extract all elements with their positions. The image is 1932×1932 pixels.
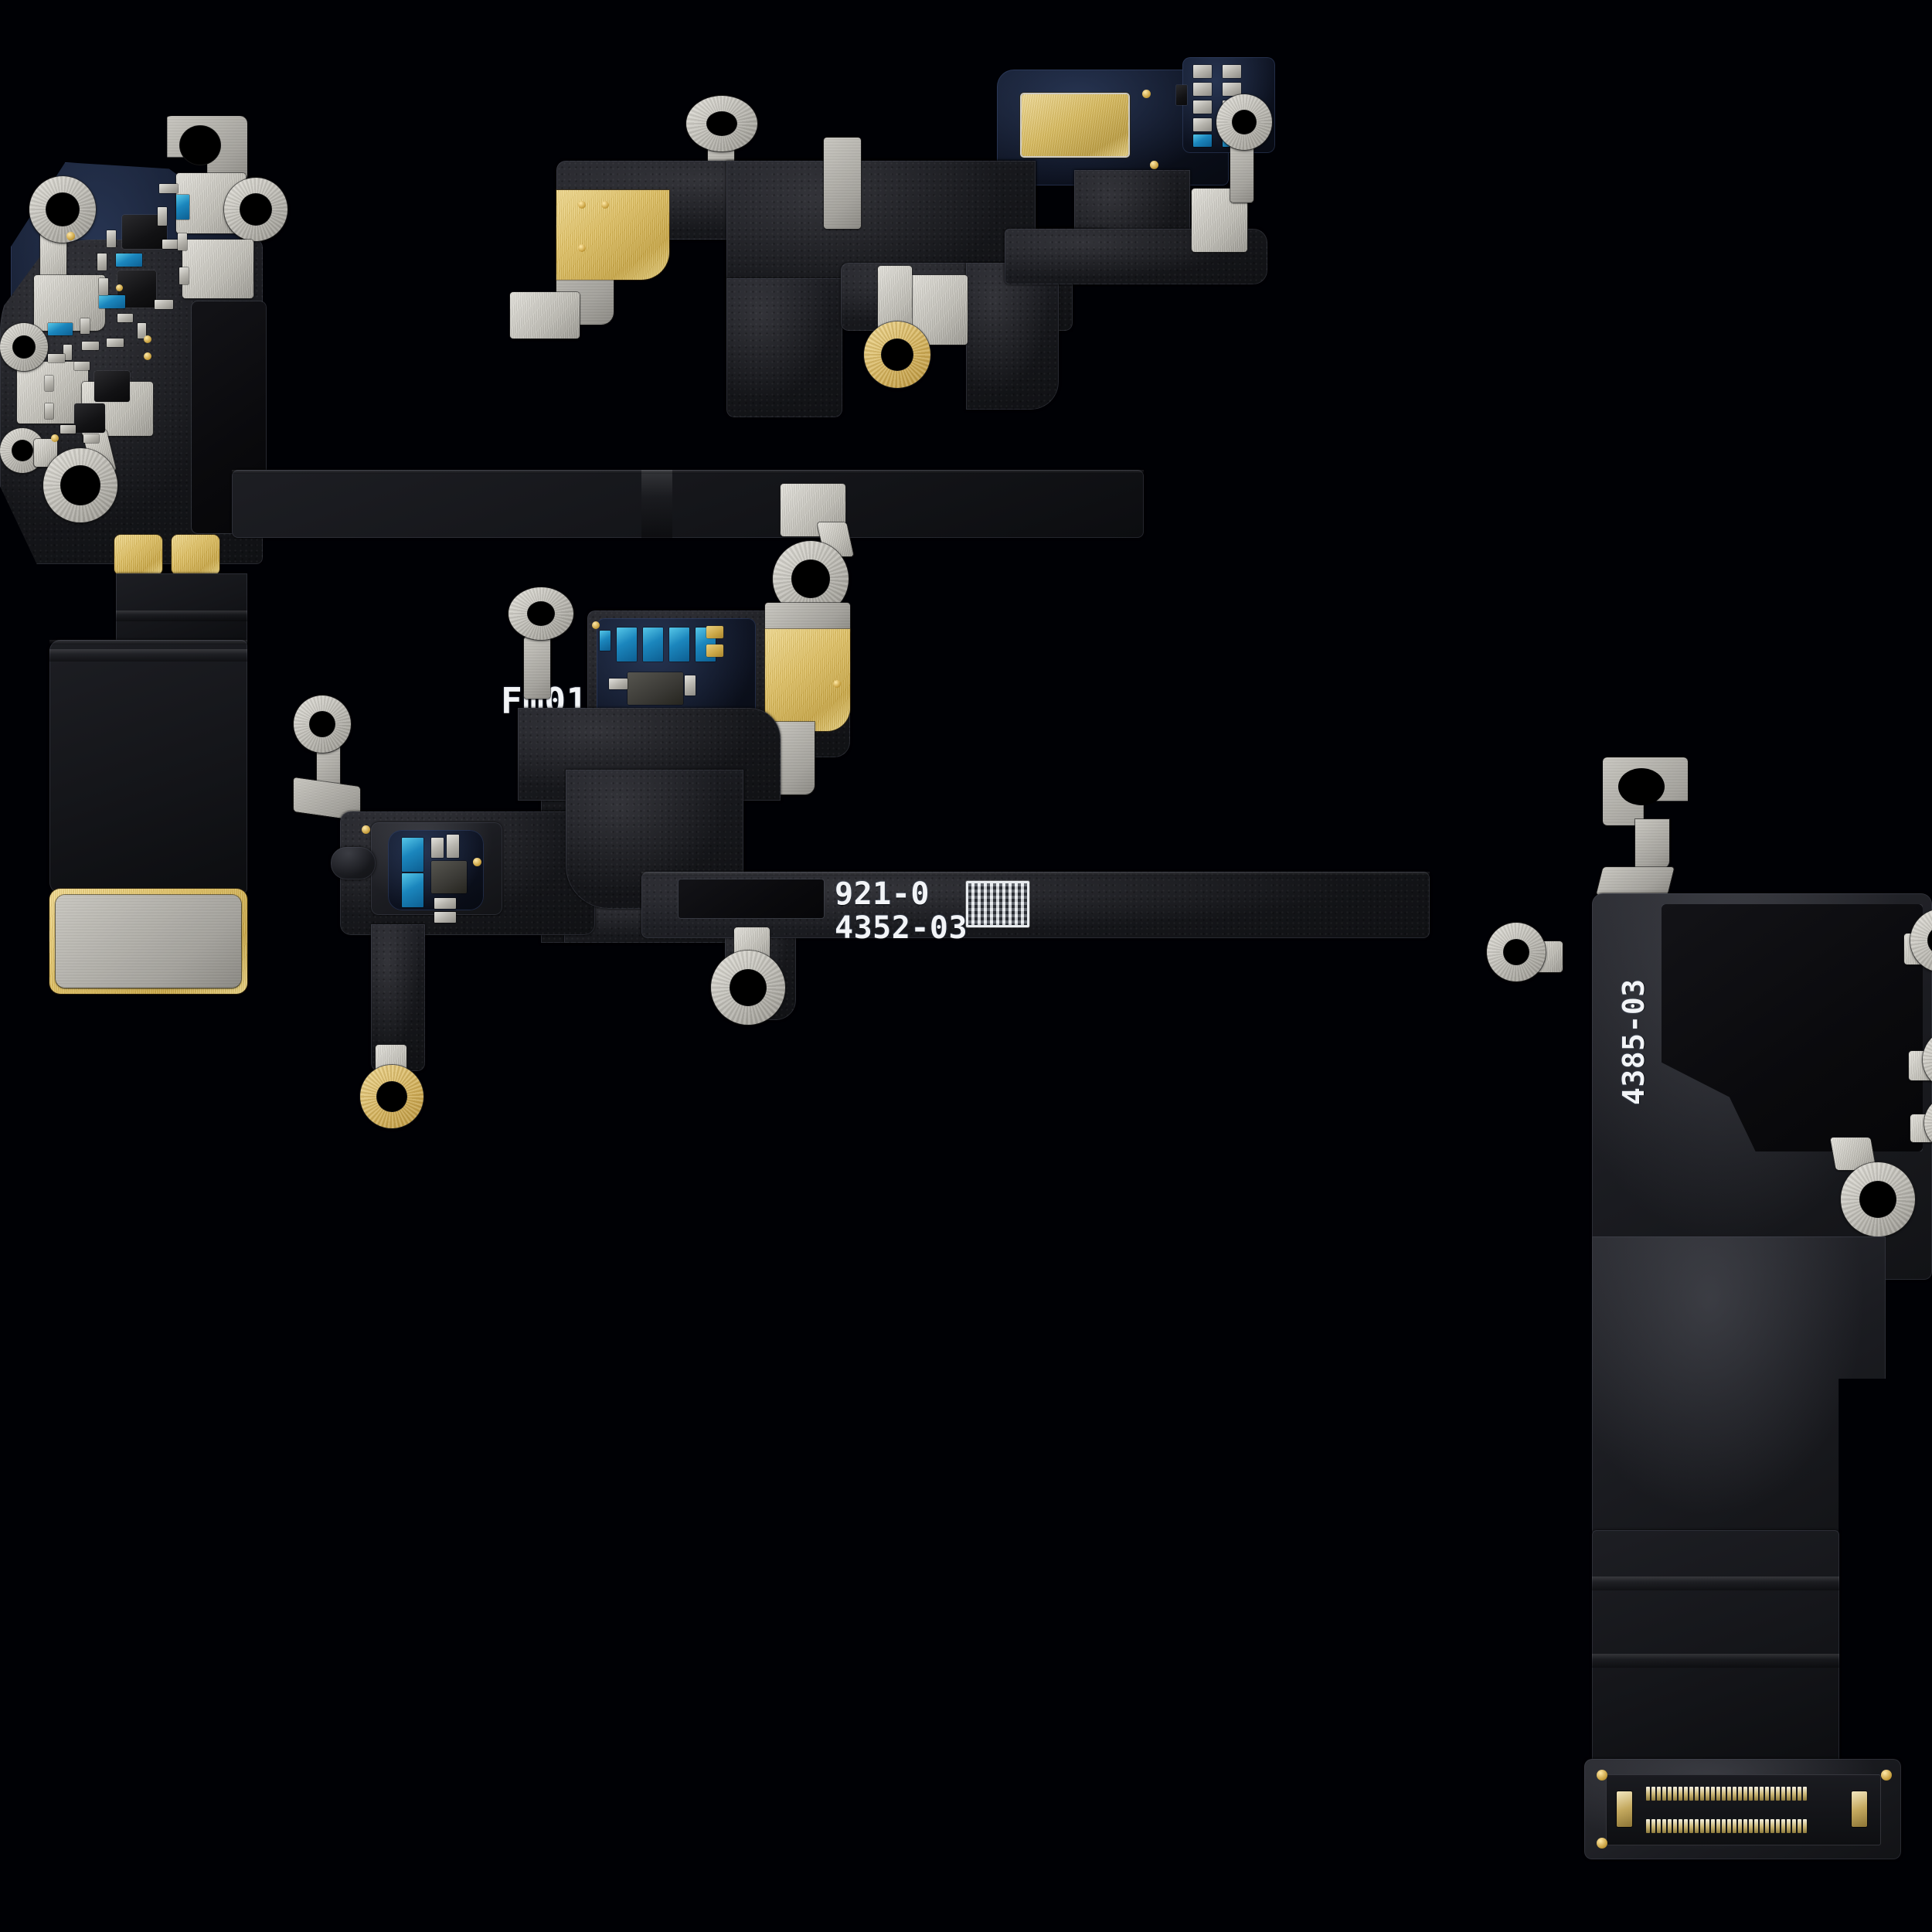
main-flex-bracket-leg bbox=[1635, 819, 1669, 869]
left-carrier-via-1 bbox=[362, 825, 370, 834]
center-antenna-silver-top bbox=[765, 603, 850, 634]
main-flex-neck bbox=[1592, 1236, 1886, 1546]
connector-via-tl bbox=[1597, 1770, 1607, 1781]
main-flex-tail-crease-2 bbox=[1592, 1654, 1839, 1668]
lower-center-flex: Fm0107 bbox=[294, 587, 1484, 1314]
shield-pad-right-2 bbox=[182, 240, 253, 298]
board-to-board-connector[interactable] bbox=[1606, 1774, 1881, 1845]
antenna-pad-via-2 bbox=[601, 201, 609, 209]
antenna-pad-via-3 bbox=[578, 244, 586, 252]
screw-ring-tab-6[interactable] bbox=[686, 96, 757, 151]
left-smd-d bbox=[434, 912, 456, 923]
center-antenna-via bbox=[833, 680, 841, 688]
datamatrix-label-run bbox=[966, 881, 1029, 927]
carrier-via-1 bbox=[1142, 90, 1151, 98]
long-flex-bridge-highlight bbox=[232, 470, 1144, 474]
screw-ring-tab-r4[interactable] bbox=[1924, 1096, 1932, 1150]
flex-fold-crease-a bbox=[116, 611, 247, 621]
left-inductor-2 bbox=[402, 873, 423, 907]
gold-antenna-pad bbox=[556, 190, 669, 280]
antenna-flex-lower-bar bbox=[726, 278, 842, 417]
part-number-line-1: 921-0 bbox=[835, 876, 930, 912]
screw-ring-tab-9[interactable] bbox=[294, 696, 351, 753]
upper-left-rf-module bbox=[0, 116, 541, 1291]
antenna-flex-elbow bbox=[966, 263, 1059, 410]
gold-contact-pad-2 bbox=[172, 535, 219, 575]
center-run-highlight bbox=[641, 872, 1430, 876]
screw-ring-tab-r1[interactable] bbox=[1487, 923, 1546, 981]
screw-ring-tab-r5[interactable] bbox=[1841, 1162, 1915, 1236]
ring-tab-arm-11 bbox=[524, 637, 550, 699]
gold-screw-ring-tab[interactable] bbox=[864, 321, 930, 388]
part-number-line-2: 4352-03 bbox=[835, 910, 968, 946]
connector-pin-row-top bbox=[1646, 1787, 1807, 1801]
shield-pad-left-1 bbox=[34, 275, 105, 331]
left-carrier-tail bbox=[331, 847, 376, 879]
screw-ring-tab-5[interactable] bbox=[43, 448, 117, 522]
gold-screw-ring-tab-2[interactable] bbox=[360, 1065, 423, 1128]
center-run-black-patch bbox=[679, 879, 824, 918]
left-ic bbox=[431, 861, 467, 893]
main-flex-bracket-foot bbox=[1596, 867, 1675, 895]
flex-edge-highlight bbox=[49, 640, 247, 645]
long-flex-bridge bbox=[232, 470, 1144, 538]
long-flex-bridge-seam bbox=[641, 470, 672, 538]
connector-via-bl bbox=[1597, 1838, 1607, 1849]
main-flex-bracket-hole bbox=[1618, 768, 1665, 805]
carrier-via-2 bbox=[1150, 161, 1158, 169]
left-carrier-via-2 bbox=[473, 858, 481, 866]
connector-via-tr bbox=[1881, 1770, 1892, 1781]
smd-component-field bbox=[0, 116, 278, 502]
main-flex-tail bbox=[1592, 1530, 1839, 1777]
shield-pad-long-bar bbox=[510, 292, 580, 338]
lower-right-main-flex: 4385-03 bbox=[1487, 757, 1932, 1932]
screw-bracket-top-hole bbox=[179, 125, 221, 165]
flex-fold-crease-b bbox=[49, 649, 247, 662]
screw-ring-tab-8[interactable] bbox=[1216, 94, 1272, 150]
left-smd-b bbox=[447, 835, 459, 858]
antenna-pad-via-1 bbox=[578, 201, 586, 209]
flex-ribbon-neck bbox=[116, 573, 247, 648]
ring-tab-arm-7 bbox=[824, 138, 861, 229]
vertical-code-label: 4385-03 bbox=[1617, 978, 1651, 1105]
connector-pin-row-bottom bbox=[1646, 1819, 1807, 1833]
screw-ring-tab-4[interactable] bbox=[224, 178, 287, 241]
flex-ribbon-wide bbox=[49, 640, 247, 893]
main-flex-tail-crease-1 bbox=[1592, 1577, 1839, 1590]
left-smd-a bbox=[431, 838, 444, 858]
left-smd-c bbox=[434, 898, 456, 909]
left-inductor-1 bbox=[402, 838, 423, 872]
screw-ring-tab-11[interactable] bbox=[509, 587, 573, 640]
upper-right-antenna-flex bbox=[510, 46, 1538, 634]
screw-ring-tab-1[interactable] bbox=[29, 176, 96, 243]
gold-capped-ic bbox=[1022, 94, 1128, 156]
screw-ring-tab-run[interactable] bbox=[711, 951, 785, 1025]
screw-ring-tab-2[interactable] bbox=[0, 323, 48, 371]
end-shield-pad bbox=[56, 895, 241, 988]
gold-contact-pad-1 bbox=[114, 535, 162, 575]
